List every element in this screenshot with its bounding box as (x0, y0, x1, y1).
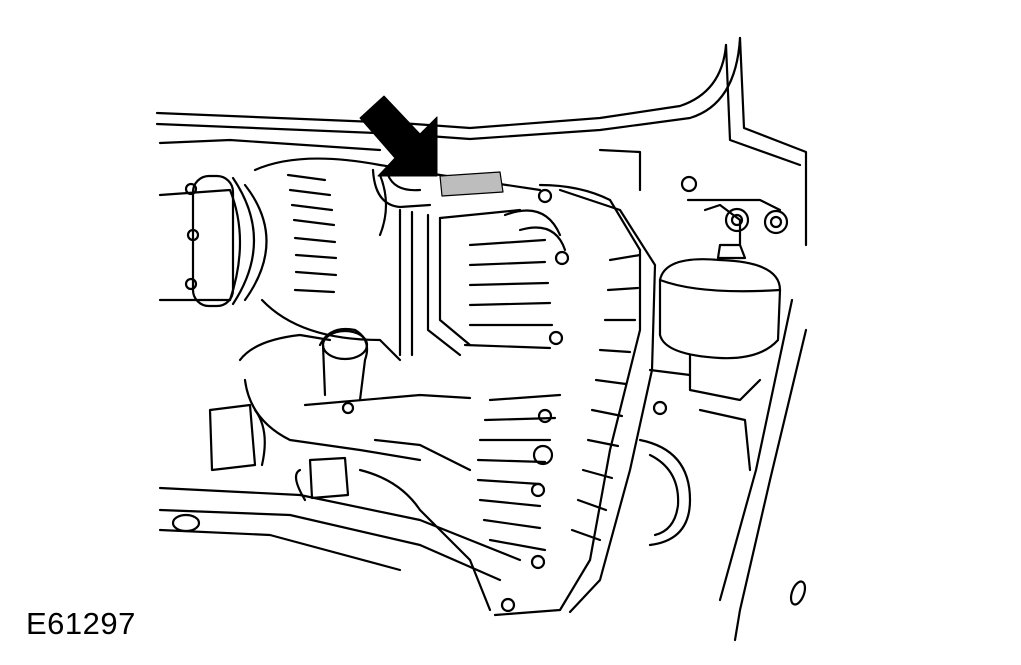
differential-housing (253, 157, 567, 362)
callout-arrow (359, 95, 438, 177)
breather-fitting (371, 168, 432, 209)
cover-plate (476, 183, 668, 617)
highlighted-label-area (439, 171, 504, 197)
chassis-outline (155, 36, 808, 642)
figure-id-label: E61297 (26, 606, 136, 641)
right-output-and-mount (638, 175, 789, 547)
lower-housing (208, 327, 492, 612)
input-flange (158, 174, 268, 308)
